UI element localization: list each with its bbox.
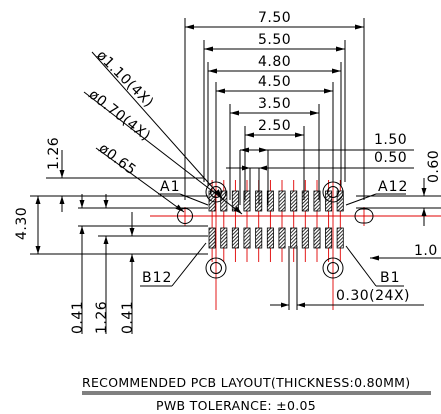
dim-3-50: 3.50 [258, 96, 291, 112]
dim-2-50: 2.50 [258, 118, 291, 134]
pad-b-7 [278, 227, 286, 249]
caption-title: RECOMMENDED PCB LAYOUT(THICKNESS:0.80MM) [82, 375, 410, 390]
dim-0-41-right: 0.41 [120, 301, 136, 334]
right-dimensions: 1.50 0.50 0.60 1.0 0.30(24X) [226, 132, 441, 310]
dim-5-50: 5.50 [258, 32, 291, 48]
pin-labels: A1 A12 B12 B1 [140, 179, 408, 287]
label-a1: A1 [160, 179, 180, 195]
caption: RECOMMENDED PCB LAYOUT(THICKNESS:0.80MM)… [82, 375, 431, 413]
pad-a-9 [301, 190, 309, 212]
pad-b-5 [255, 227, 263, 249]
pad-a-7 [278, 190, 286, 212]
dim-7-50: 7.50 [258, 10, 291, 26]
top-dimensions: 7.50 5.50 4.80 4.50 3.50 2.50 [184, 10, 365, 200]
label-b1: B1 [380, 270, 401, 286]
pad-row-b [208, 227, 344, 249]
dim-4-80: 4.80 [258, 54, 291, 70]
pad-a-10 [313, 190, 321, 212]
callout-hole-0-65: ø0.65 [96, 140, 139, 178]
pad-b-12 [336, 227, 344, 249]
pad-a-3 [231, 190, 239, 212]
pad-b-4 [243, 227, 251, 249]
dim-1-0: 1.0 [414, 243, 438, 259]
pad-b-1 [208, 227, 216, 249]
dim-1-26-bottom: 1.26 [94, 301, 110, 334]
pad-a-6 [266, 190, 274, 212]
dim-0-60: 0.60 [426, 150, 441, 183]
dim-pitch: 0.30(24X) [336, 288, 410, 304]
dim-1-50: 1.50 [374, 132, 407, 148]
label-b12: B12 [142, 270, 172, 286]
pad-b-9 [301, 227, 309, 249]
pad-a-8 [290, 190, 298, 212]
pad-b-8 [290, 227, 298, 249]
pad-b-2 [220, 227, 228, 249]
left-dimensions: 1.26 4.30 0.41 1.26 0.41 [14, 137, 208, 334]
pad-b-3 [231, 227, 239, 249]
caption-tolerance: PWB TOLERANCE: ±0.05 [156, 398, 316, 413]
pad-b-6 [266, 227, 274, 249]
dim-4-30: 4.30 [14, 207, 30, 240]
dim-0-50: 0.50 [374, 150, 407, 166]
dim-4-50: 4.50 [258, 74, 291, 90]
pad-b-10 [313, 227, 321, 249]
label-a12: A12 [378, 179, 408, 195]
pad-b-11 [325, 227, 333, 249]
dim-0-41-left: 0.41 [70, 301, 86, 334]
dim-1-26-top: 1.26 [46, 137, 62, 170]
